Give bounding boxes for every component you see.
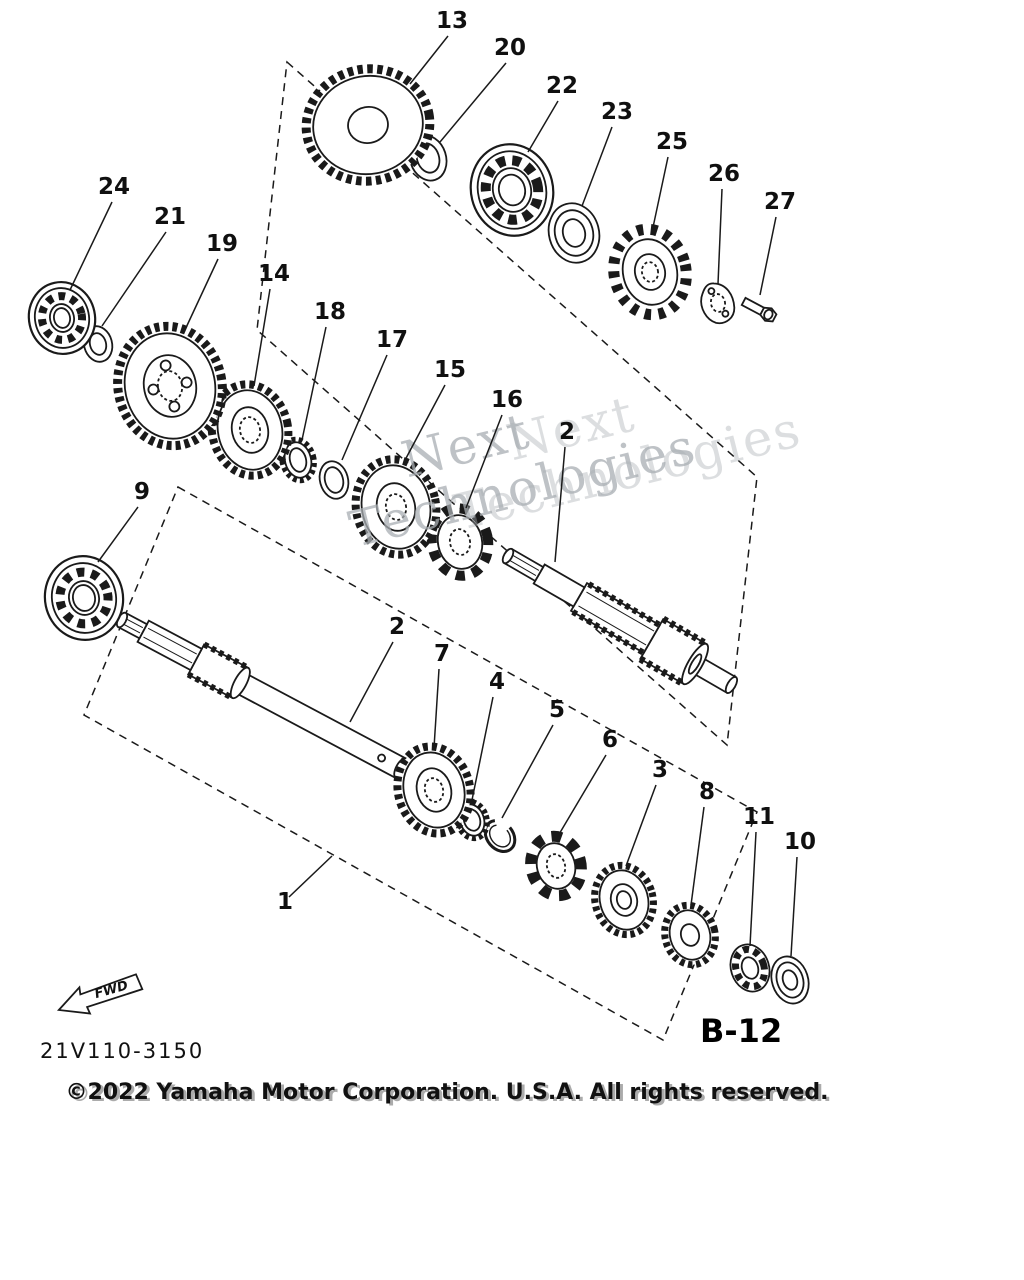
ball-bearing-22 [469,143,555,237]
part-callout-13: 13 [436,8,468,34]
oil-seal-10 [770,955,810,1005]
ball-bearing-11 [729,943,771,993]
leader-line-21 [101,231,167,327]
part-callout-2b: 2 [389,614,405,640]
part-callout-16: 16 [491,387,523,413]
bolt-27 [740,296,778,323]
gear-13 [301,64,435,186]
gear-15 [351,455,441,559]
leader-line-25 [651,156,669,233]
leader-line-5 [501,724,554,819]
part-callout-26: 26 [708,161,740,187]
part-code-label: 21V110-3150 [40,1039,204,1063]
part-callout-22: 22 [546,73,578,99]
part-callout-6: 6 [602,727,618,753]
part-callout-5: 5 [549,697,565,723]
leader-line-10 [790,856,798,957]
dog-gear-16 [426,503,494,581]
copyright-ghost: ©2022 Yamaha Motor Corporation. U.S.A. A… [69,1082,832,1107]
part-callout-20: 20 [494,35,526,61]
part-callout-18: 18 [314,299,346,325]
assembly-box-drive-axle [83,485,758,1042]
gear-19 [113,321,227,451]
part-callout-10: 10 [784,829,816,855]
leader-line-13 [409,35,449,85]
leader-line-24 [69,201,113,291]
leader-line-7 [433,668,440,749]
part-callout-1: 1 [277,889,293,915]
part-callout-14: 14 [258,261,290,287]
leader-line-2a [554,446,566,563]
part-callout-27: 27 [764,189,796,215]
ball-bearing-9 [43,555,125,641]
splined-washer-18 [279,436,317,484]
part-callout-25: 25 [656,129,688,155]
gear-14 [207,380,293,480]
part-callout-4: 4 [489,669,505,695]
leader-line-15 [403,384,446,463]
drive-axle-shaft-2 [115,611,409,780]
leader-line-20 [439,62,507,143]
part-callout-17: 17 [376,327,408,353]
retainer-plate-26 [700,282,736,325]
leader-line-6 [557,754,607,837]
gear-8 [661,901,719,969]
part-callout-3: 3 [652,757,668,783]
main-axle-shaft-2 [501,547,739,695]
leader-line-22 [527,100,559,153]
callout-labels: 1320222325262724211914181715162927456381… [98,8,816,915]
assembly-box-main-axle [256,60,758,747]
gear-3 [591,861,657,939]
leader-line-2b [349,641,394,723]
leader-line-8 [690,806,705,906]
gear-7 [393,742,475,838]
drive-sprocket-25 [608,223,692,321]
ball-bearing-24 [27,281,97,355]
leader-line-4 [471,696,494,801]
leader-line-16 [465,414,503,509]
part-callout-15: 15 [434,357,466,383]
part-callout-11: 11 [743,804,775,830]
dog-hub-6 [525,830,587,902]
leader-line-14 [253,288,271,387]
leader-line-23 [581,126,613,207]
copyright-text: ©2022 Yamaha Motor Corporation. U.S.A. A… [66,1080,829,1105]
leader-line-19 [183,258,219,333]
part-callout-23: 23 [601,99,633,125]
leader-line-3 [625,784,657,867]
leader-line-11 [749,831,757,947]
part-callout-8: 8 [699,779,715,805]
watermark: Next Technologies Next Technologies [344,385,807,559]
leader-line-17 [341,354,388,461]
leader-line-9 [97,506,139,563]
leader-line-27 [759,216,777,296]
part-callout-7: 7 [434,641,450,667]
leader-line-1 [288,855,333,898]
oil-seal-23 [547,202,601,264]
leader-lines [69,35,798,957]
part-callout-19: 19 [206,231,238,257]
page-ref-label: B-12 [700,1012,782,1050]
part-callout-21: 21 [154,204,186,230]
washer-17 [318,460,350,500]
leader-line-18 [301,326,327,441]
leader-line-26 [717,188,723,285]
part-callout-9: 9 [134,479,150,505]
fwd-arrow: FWD [56,973,144,1015]
part-callout-2a: 2 [559,419,575,445]
part-callout-24: 24 [98,174,130,200]
